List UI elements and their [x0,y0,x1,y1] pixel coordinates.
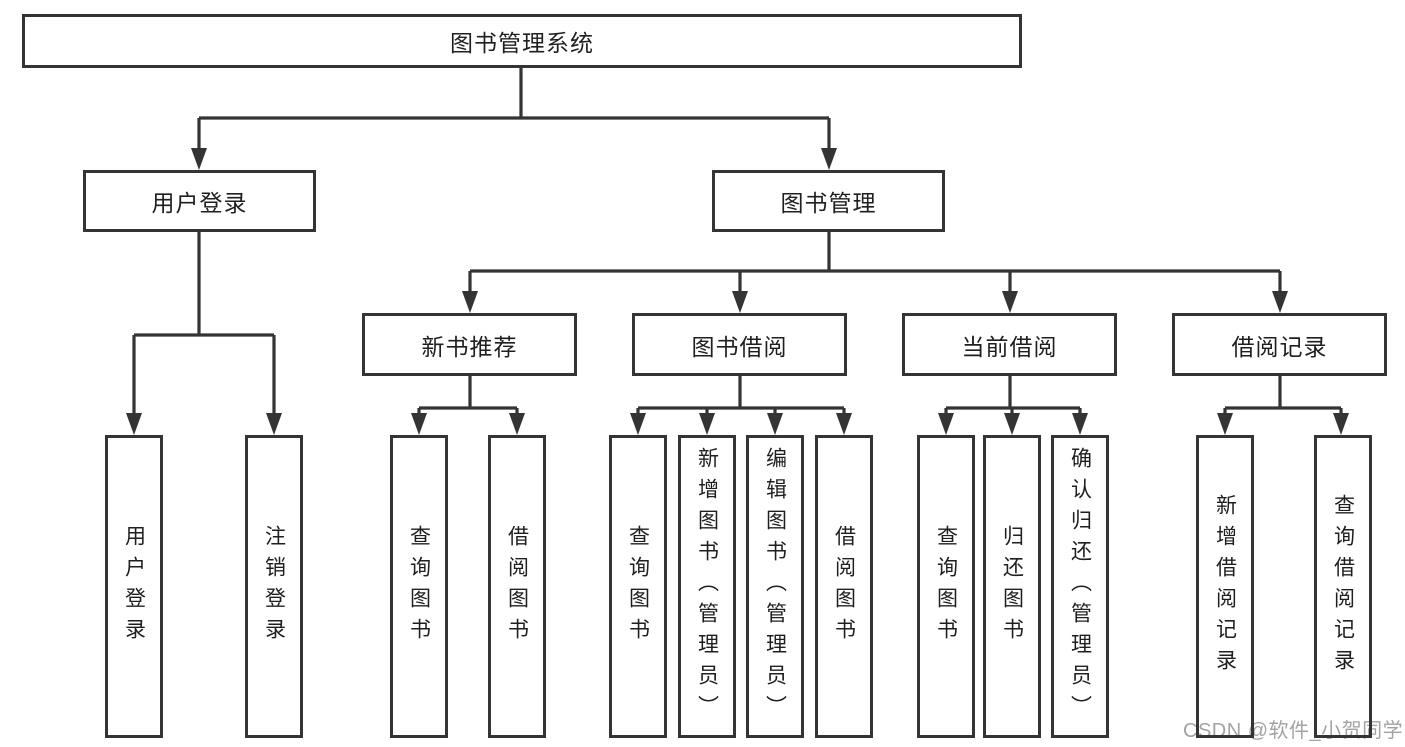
node-current-borrow: 当前借阅 [902,313,1117,376]
leaf-query-borrow-record: 查询借阅记录 [1314,435,1372,738]
leaf-user-login: 用户登录 [105,435,163,738]
leaf-add-borrow-record: 新增借阅记录 [1196,435,1254,738]
leaf-add-book-admin: 新增图书（管理员） [678,435,736,738]
leaf-query-book-current: 查询图书 [917,435,975,738]
node-borrow-record: 借阅记录 [1172,313,1387,376]
leaf-return-book: 归还图书 [983,435,1041,738]
leaf-query-book-recommend: 查询图书 [390,435,448,738]
leaf-borrow-book-recommend: 借阅图书 [488,435,546,738]
leaf-logout: 注销登录 [245,435,303,738]
node-book-management: 图书管理 [712,170,945,232]
node-user-login: 用户登录 [83,170,316,232]
node-book-borrow: 图书借阅 [632,313,847,376]
node-root: 图书管理系统 [22,14,1022,68]
node-new-book-recommend: 新书推荐 [362,313,577,376]
leaf-confirm-return-admin: 确认归还（管理员） [1051,435,1109,738]
leaf-edit-book-admin: 编辑图书（管理员） [746,435,804,738]
leaf-borrow-book: 借阅图书 [815,435,873,738]
leaf-query-book-borrow: 查询图书 [609,435,667,738]
